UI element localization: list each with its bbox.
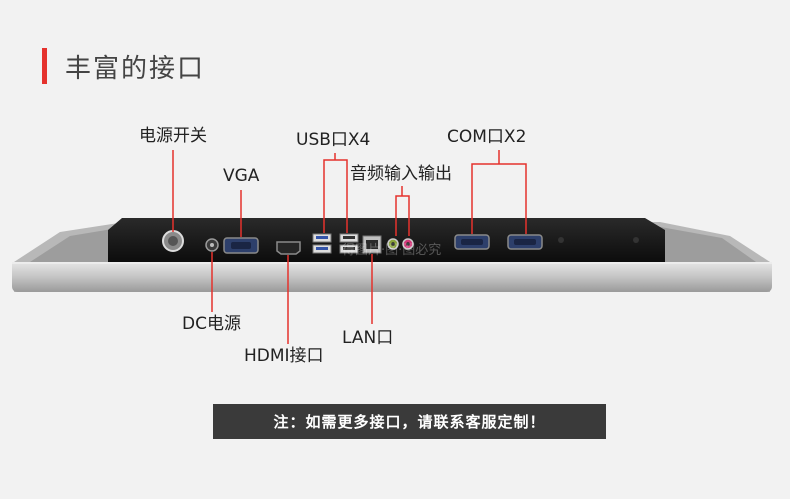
lan-port-icon [362,235,382,254]
label-lan: LAN口 [342,328,394,348]
watermark: 得图片·图·图必究 [342,243,442,258]
power-switch-icon [162,230,184,252]
audio-jacks-icon [387,238,414,250]
heading-accent-bar [42,48,47,84]
screw-hole-icon [633,237,639,243]
dc-jack-icon [205,238,219,252]
label-hdmi: HDMI接口 [244,346,324,366]
label-dc-power: DC电源 [182,314,241,334]
label-com: COM口X2 [447,127,527,147]
note-banner: 注：如需更多接口，请联系客服定制！ [213,404,606,439]
com-ports-icon [454,234,543,250]
label-audio: 音频输入输出 [350,164,452,184]
front-frame [12,262,772,292]
label-power-switch: 电源开关 [139,126,207,146]
screw-hole-icon [558,237,564,243]
usb-ports-icon [312,233,359,254]
hdmi-port-icon [276,241,301,255]
port-row [162,230,639,255]
note-text: 注：如需更多接口，请联系客服定制！ [273,413,546,431]
section-heading: 丰富的接口 [42,46,205,86]
callout-lines [172,150,527,344]
vga-port-icon [223,237,259,254]
heading-title: 丰富的接口 [65,53,206,84]
label-usb: USB口X4 [296,130,371,150]
label-vga: VGA [223,166,260,186]
